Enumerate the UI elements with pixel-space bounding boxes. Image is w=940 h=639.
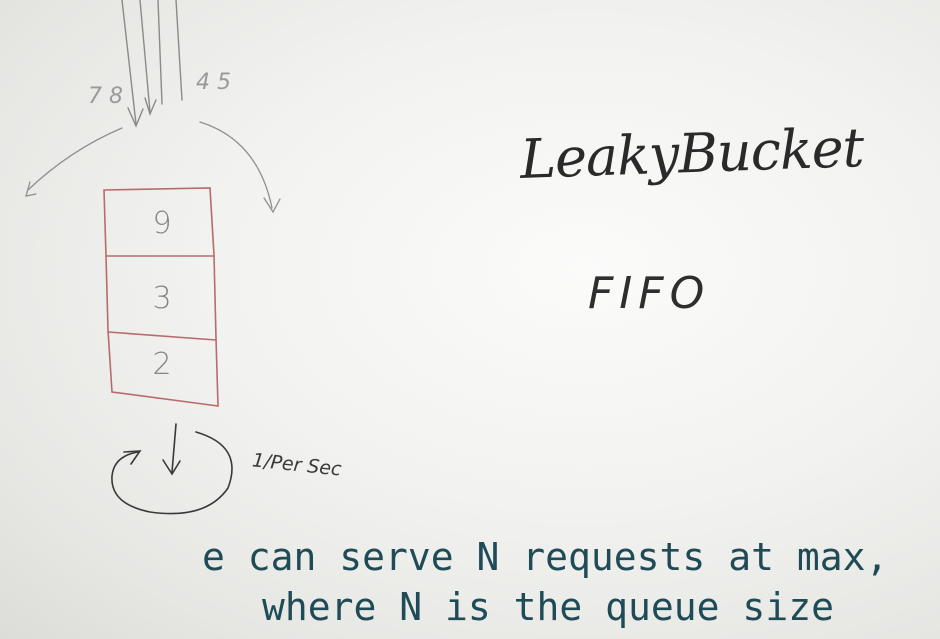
incoming-arrowhead-2 xyxy=(144,97,157,117)
bucket-divider-2 xyxy=(107,331,217,341)
overflow-arrow-right-head xyxy=(263,197,281,214)
bucket-item-1: 9 xyxy=(152,205,172,241)
bucket-item-2: 3 xyxy=(152,280,172,316)
bucket-item-3: 2 xyxy=(152,346,172,382)
overflow-arrow-left-head xyxy=(25,181,37,197)
incoming-arrowhead xyxy=(127,107,144,128)
overflow-arrow-left xyxy=(27,127,123,191)
inflow-right-label: 4 5 xyxy=(196,70,231,95)
incoming-arrows xyxy=(121,0,183,128)
inflow-left-label: 7 8 xyxy=(88,84,123,109)
caption-line-1: e can serve N requests at max, xyxy=(202,535,889,579)
leak-arrow-head xyxy=(162,459,181,476)
incoming-arrow-2 xyxy=(139,0,151,113)
bucket-outline xyxy=(103,187,219,407)
board-subtitle: FIFO xyxy=(588,268,711,319)
leak-arrow-shaft xyxy=(171,423,177,473)
overflow-arrow-right xyxy=(199,121,273,209)
leak-loop-head xyxy=(123,450,142,465)
bucket-queue xyxy=(103,187,219,407)
board-title: LeakyBucket xyxy=(519,116,865,191)
incoming-arrow-4 xyxy=(175,0,183,101)
caption-line-2: where N is the queue size xyxy=(262,585,834,629)
leak-arrow xyxy=(111,423,233,515)
leak-loop xyxy=(111,431,233,515)
video-captions: e can serve N requests at max, where N i… xyxy=(0,532,940,632)
incoming-arrow-3 xyxy=(157,0,163,105)
overflow-arrows xyxy=(25,121,281,214)
incoming-arrow-1 xyxy=(121,0,137,125)
